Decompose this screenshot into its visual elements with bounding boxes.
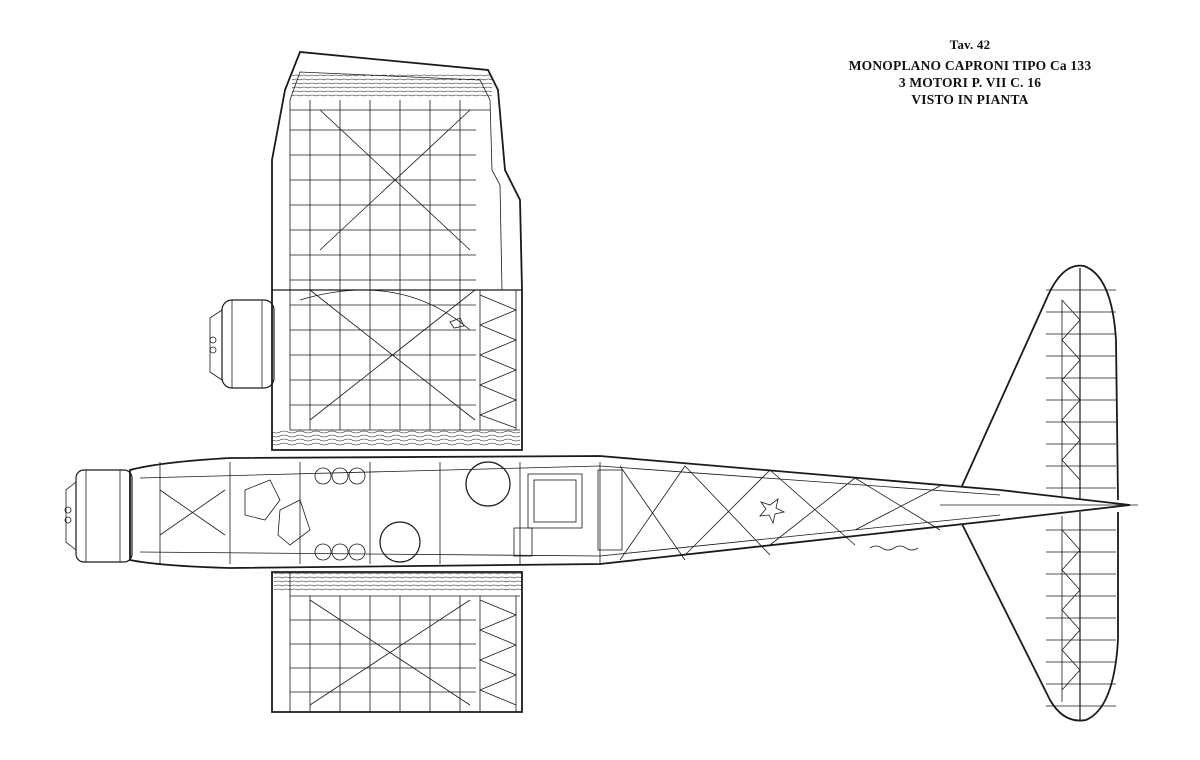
upper-wing [271,51,523,451]
plate-engines: 3 MOTORI P. VII C. 16 [898,75,1042,90]
nose-engine [64,469,133,563]
tailplane-lower [961,512,1119,722]
fuselage [129,455,1138,569]
tailplane-upper [961,264,1119,501]
title-block: Tav. 42 MONOPLANO CAPRONI TIPO Ca 133 3 … [820,36,1120,108]
lower-wing [271,571,523,713]
plate-title: MONOPLANO CAPRONI TIPO Ca 133 [848,58,1092,73]
wing-engine-nacelle [209,299,275,389]
plate-number: Tav. 42 [949,37,991,52]
plate-view: VISTO IN PIANTA [911,92,1029,107]
